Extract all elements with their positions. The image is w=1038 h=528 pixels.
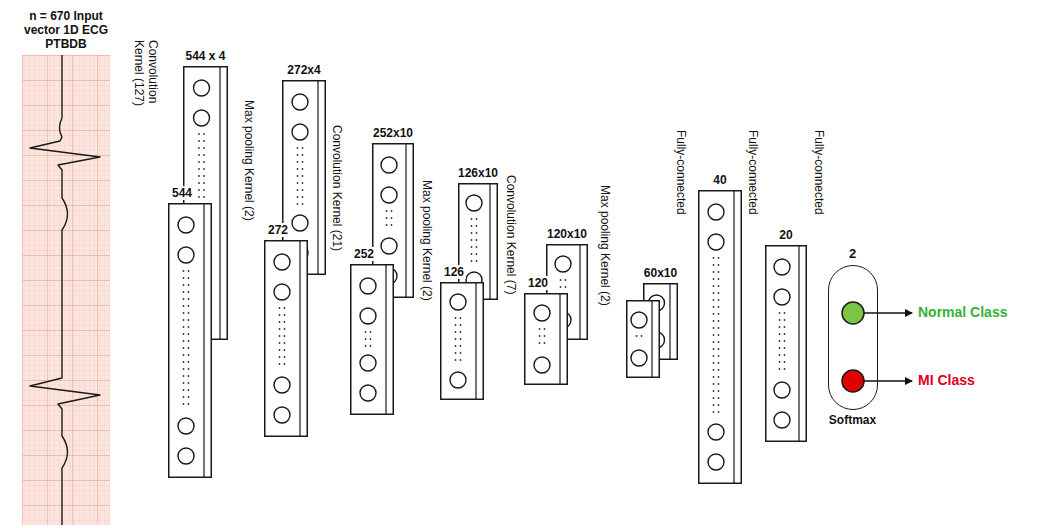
operation-label: Max pooling Kernel (2) xyxy=(598,185,612,306)
layer-box: 40 xyxy=(698,190,742,484)
layer-box: 252 xyxy=(350,264,394,415)
layer-box: 272 xyxy=(264,240,308,437)
ecg-input-panel: n = 670 Input vector 1D ECG PTBDB xyxy=(22,55,110,525)
layer-box: 20 xyxy=(765,245,807,442)
operation-label: Convolution Kernel (7) xyxy=(504,175,518,294)
neuron-column xyxy=(765,245,807,442)
operation-label: Max pooling Kernel (2) xyxy=(420,180,434,301)
neuron-column xyxy=(264,240,308,437)
neuron-column xyxy=(440,282,484,400)
layer-box-front xyxy=(626,300,660,378)
operation-label: Convolution Kernel (127) xyxy=(132,40,160,118)
layer-size: 60x10 xyxy=(642,266,679,280)
neuron-column xyxy=(698,190,742,484)
layer-size: 120x10 xyxy=(545,227,589,241)
operation-label: Convolution Kernel (21) xyxy=(330,125,344,251)
operation-label: Fully-connected xyxy=(674,130,688,215)
neuron-column xyxy=(524,293,568,385)
neuron-column xyxy=(168,203,212,478)
layer-size: 544 xyxy=(170,186,194,200)
softmax-label: Softmax xyxy=(827,413,878,427)
layer-box: 120 xyxy=(524,293,568,385)
input-heading: n = 670 Input vector 1D ECG PTBDB xyxy=(16,9,116,51)
class-label: Normal Class xyxy=(918,304,1007,320)
layer-box: 126 xyxy=(440,282,484,400)
output-arrow xyxy=(864,312,912,314)
layer-size: 544 x 4 xyxy=(183,49,227,63)
layer-size: 20 xyxy=(777,228,794,242)
layer-box: 60x10 xyxy=(643,283,678,360)
layer-size: 126x10 xyxy=(456,166,500,180)
layer-size: 252x10 xyxy=(371,126,415,140)
ecg-strip xyxy=(22,55,110,525)
layer-size: 252 xyxy=(352,247,376,261)
softmax-box: 2Softmax xyxy=(828,265,878,410)
layer-size: 272x4 xyxy=(285,63,322,77)
operation-label: Fully-connected xyxy=(812,130,826,215)
mi-output-dot xyxy=(842,370,864,392)
layer-size: 126 xyxy=(442,265,466,279)
neuron-column xyxy=(626,300,660,378)
operation-label: Max pooling Kernel (2) xyxy=(242,100,256,221)
class-label: MI Class xyxy=(918,372,975,388)
normal-output-dot xyxy=(842,302,864,324)
layer-box: 544 xyxy=(168,203,212,478)
layer-size: 272 xyxy=(266,223,290,237)
output-arrow xyxy=(864,380,912,382)
operation-label: Fully-connected xyxy=(746,130,760,215)
neuron-column xyxy=(350,264,394,415)
output-count: 2 xyxy=(847,247,858,261)
layer-size: 40 xyxy=(711,173,728,187)
layer-size: 120 xyxy=(526,276,550,290)
